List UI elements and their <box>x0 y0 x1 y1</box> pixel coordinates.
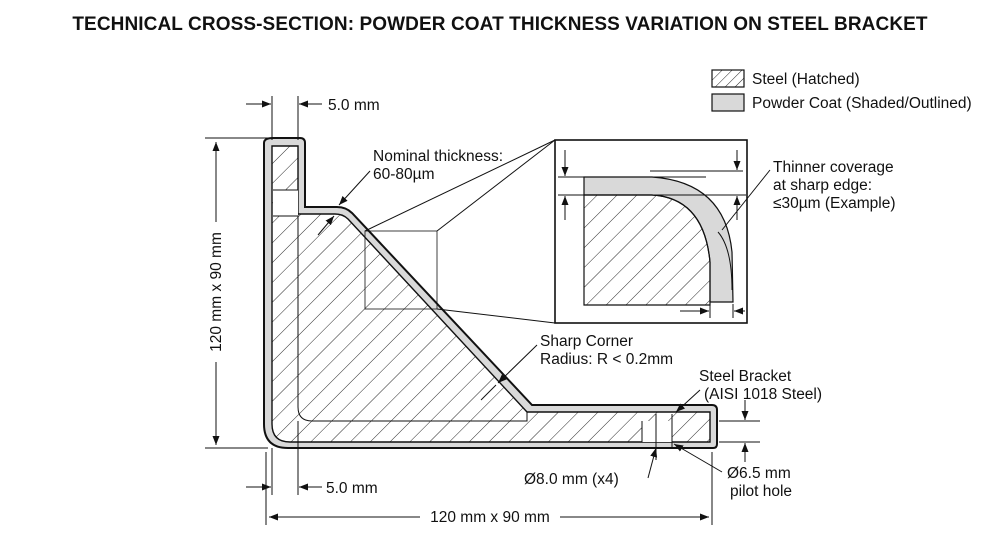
bracket-cross-section <box>263 137 718 460</box>
callout-hole-large: Ø8.0 mm (x4) <box>524 447 658 488</box>
hole-small-note: pilot hole <box>730 483 792 500</box>
dim-base-coat <box>719 400 760 462</box>
legend-coat-label: Powder Coat (Shaded/Outlined) <box>752 95 972 112</box>
callout-hole-small: Ø6.5 mm pilot hole <box>673 443 792 500</box>
sharp-corner-radius: Radius: R < 0.2mm <box>540 351 673 368</box>
dim-vertical-overall-label: 120 mm x 90 mm <box>208 232 225 352</box>
legend-steel-swatch <box>711 69 745 88</box>
base-hole <box>642 421 672 442</box>
nominal-thickness-label: Nominal thickness: <box>373 148 503 165</box>
callout-steel-bracket: Steel Bracket (AISI 1018 Steel) <box>675 368 822 413</box>
dim-horizontal-overall-label: 120 mm x 90 mm <box>430 509 550 526</box>
callout-sharp-corner: Sharp Corner Radius: R < 0.2mm <box>480 333 673 401</box>
diagram-title: TECHNICAL CROSS-SECTION: POWDER COAT THI… <box>72 14 928 35</box>
thinner-coverage-line2: at sharp edge: <box>773 177 872 194</box>
callout-thinner-coverage: Thinner coverage at sharp edge: ≤30µm (E… <box>773 159 896 212</box>
callout-nominal: Nominal thickness: 60-80µm <box>317 148 503 236</box>
dim-top-thickness: 5.0 mm <box>246 96 380 140</box>
steel-bracket-material: (AISI 1018 Steel) <box>704 386 822 403</box>
thinner-coverage-line3: ≤30µm (Example) <box>773 195 896 212</box>
dim-top-thickness-label: 5.0 mm <box>328 97 380 114</box>
detail-projection <box>364 139 556 324</box>
hole-small-label: Ø6.5 mm <box>727 465 791 482</box>
dim-vertical-overall: 120 mm x 90 mm <box>205 137 268 449</box>
steel-bracket-label: Steel Bracket <box>699 368 792 385</box>
upright-hole <box>273 190 298 216</box>
detail-source-box <box>364 230 438 310</box>
legend-coat-swatch <box>711 93 745 112</box>
sharp-corner-label: Sharp Corner <box>540 333 633 350</box>
nominal-thickness-value: 60-80µm <box>373 166 435 183</box>
dim-bottom-thickness-label: 5.0 mm <box>326 480 378 497</box>
legend-steel-label: Steel (Hatched) <box>752 71 860 88</box>
dim-bottom-thickness: 5.0 mm <box>246 421 378 497</box>
legend: Steel (Hatched) Powder Coat (Shaded/Outl… <box>711 69 972 112</box>
dim-horizontal-overall: 120 mm x 90 mm <box>265 452 713 526</box>
detail-magnified-view <box>554 139 771 324</box>
hole-large-label: Ø8.0 mm (x4) <box>524 471 619 488</box>
thinner-coverage-line1: Thinner coverage <box>773 159 894 176</box>
